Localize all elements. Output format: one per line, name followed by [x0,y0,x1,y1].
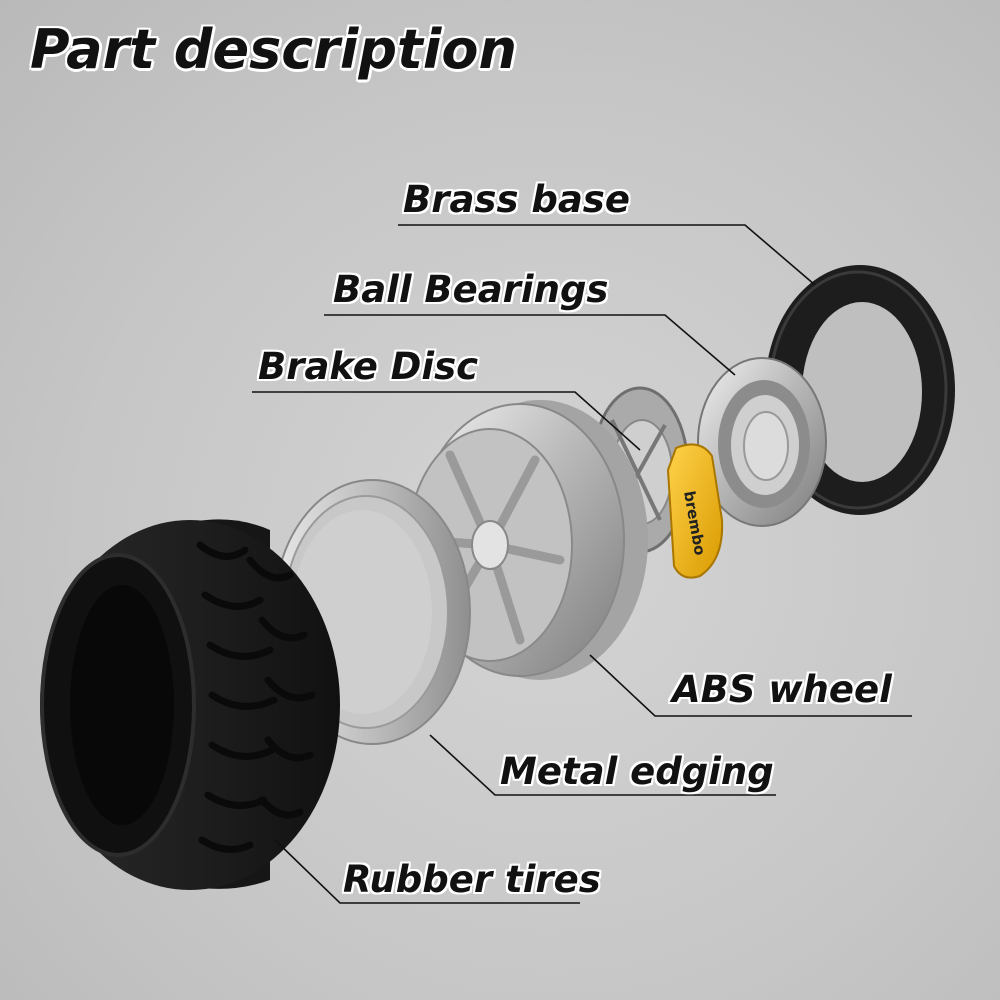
label-rubber-tires: Rubber tires [343,858,601,901]
rubber-tire-part [40,519,340,890]
leader-line-brass-base [398,224,816,286]
page-title: Part description [30,18,517,81]
leader-line-rubber-tires [274,839,580,904]
label-brass-base: Brass base [403,178,630,221]
abs-wheel-part [407,400,648,680]
brake-caliper-part: brembo [666,443,724,579]
label-metal-edging: Metal edging [500,750,774,793]
label-brake-disc: Brake Disc [258,345,479,388]
ball-bearing-part [697,357,827,527]
leader-line-brake-disc [252,391,641,451]
leader-lines [252,224,912,904]
leader-line-abs-wheel [589,654,912,717]
leader-line-metal-edging [429,734,776,796]
leader-line-ball-bearings [324,314,736,376]
label-ball-bearings: Ball Bearings [333,268,609,311]
label-abs-wheel: ABS wheel [672,668,892,711]
